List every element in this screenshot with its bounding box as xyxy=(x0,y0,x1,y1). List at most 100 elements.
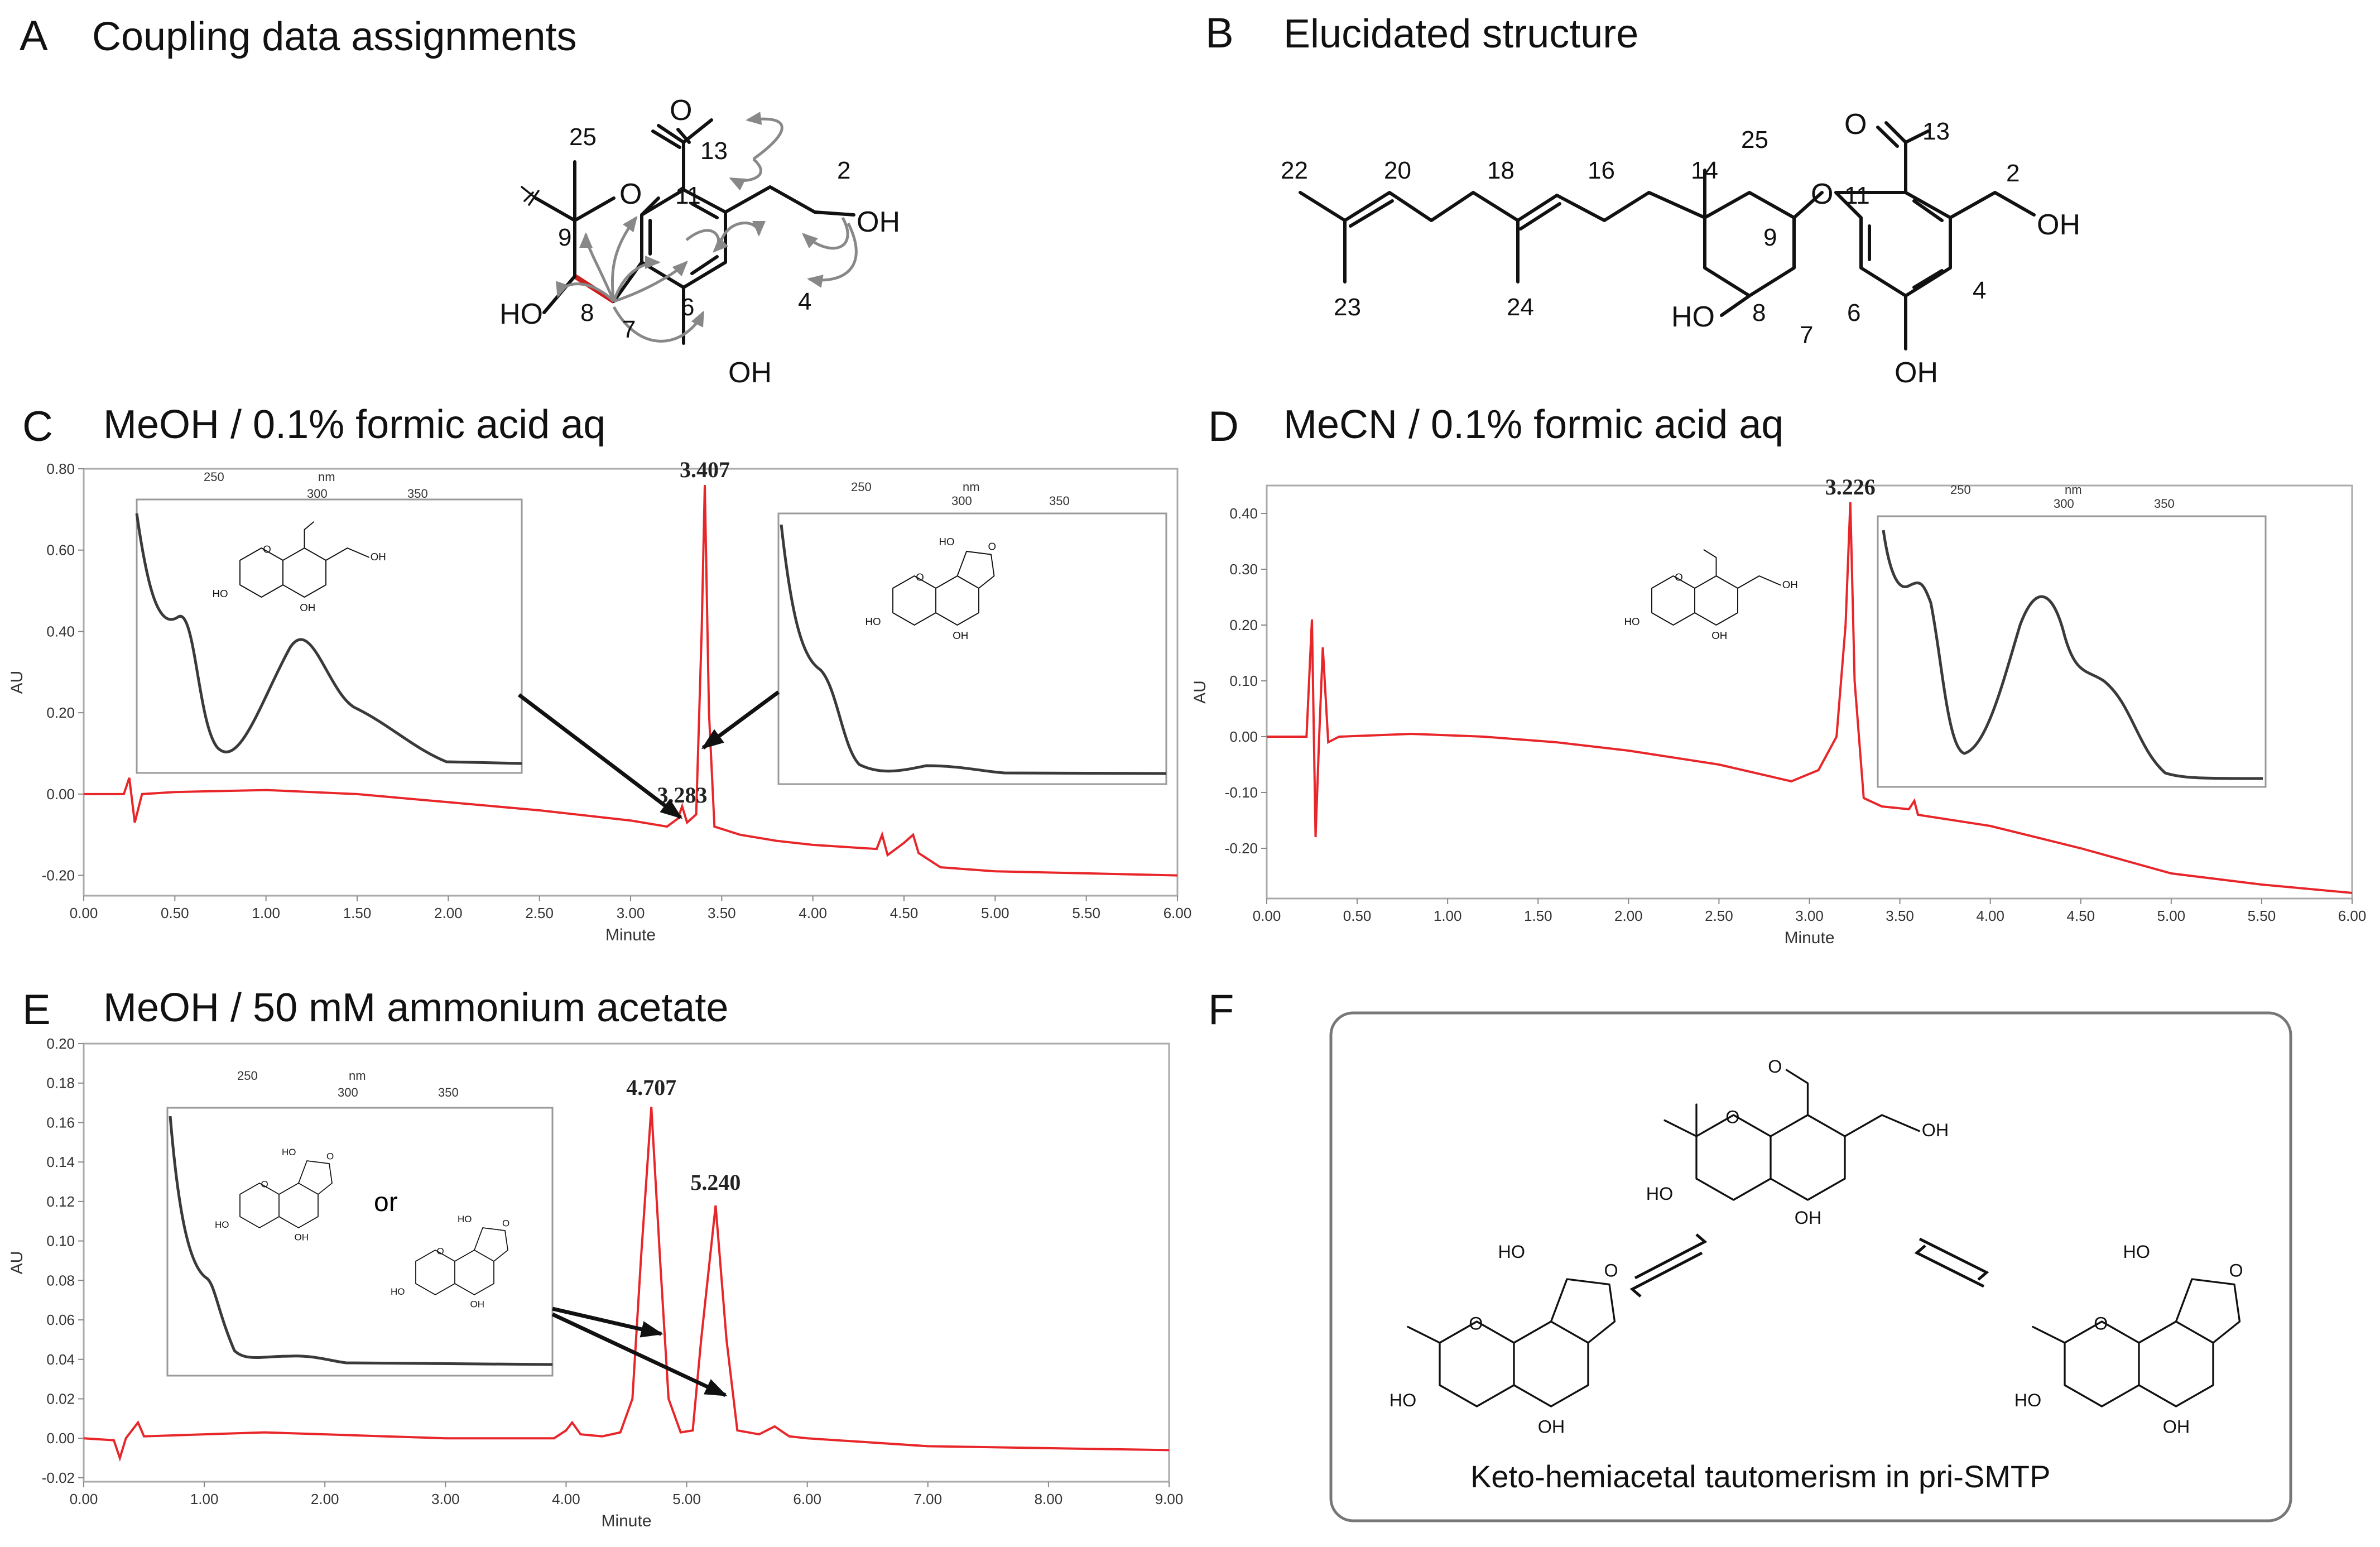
atom: O xyxy=(326,1151,334,1162)
x-tick-label: 2.50 xyxy=(1705,907,1733,924)
y-tick-label: -0.02 xyxy=(42,1469,75,1486)
a-num-4: 4 xyxy=(798,288,811,315)
x-tick-label: 4.00 xyxy=(1976,907,2004,924)
atom: O xyxy=(2094,1313,2108,1333)
b-num-20: 20 xyxy=(1384,157,1411,184)
c-uv-tick: 300 xyxy=(307,487,328,501)
atom: O xyxy=(2229,1260,2243,1280)
c-uv-nm: nm xyxy=(318,470,335,484)
atom: HO xyxy=(866,616,881,627)
atom: OH xyxy=(1782,579,1798,590)
a-oh-5: OH xyxy=(728,357,772,389)
x-tick-label: 0.00 xyxy=(70,1491,98,1507)
x-tick-label: 1.50 xyxy=(343,905,372,921)
y-tick-label: -0.10 xyxy=(1225,784,1258,801)
d-uv-nm: nm xyxy=(2065,483,2082,497)
a-oh-2: OH xyxy=(857,206,900,238)
panel-letter-f: F xyxy=(1208,986,1234,1034)
x-tick-label: 2.50 xyxy=(525,905,554,921)
atom: HO xyxy=(1498,1242,1525,1262)
atom: HO xyxy=(282,1147,296,1157)
atom: OH xyxy=(300,602,315,613)
y-tick-label: 0.10 xyxy=(1229,672,1258,689)
e-or-label: or xyxy=(374,1188,398,1217)
y-tick-label: 0.06 xyxy=(46,1311,75,1328)
peak-label: 5.240 xyxy=(690,1170,741,1195)
b-num-2: 2 xyxy=(2006,160,2020,187)
x-axis-label: Minute xyxy=(1784,929,1834,947)
atom: OH xyxy=(1922,1120,1949,1140)
b-ring-o: O xyxy=(1811,178,1833,210)
a-num-9: 9 xyxy=(558,224,571,251)
e-uv-tick: 250 xyxy=(237,1069,258,1083)
c-inset-molecule-right: O O HO OH HO xyxy=(866,536,997,641)
y-tick-label: -0.20 xyxy=(1225,840,1258,857)
panel-b-molecule: O O OH OH HO 22 20 18 16 14 25 13 2 11 9… xyxy=(1281,108,2080,389)
plot-frame xyxy=(83,1042,1170,1483)
x-tick-label: 6.00 xyxy=(2338,907,2367,924)
d-uv-tick: 250 xyxy=(1950,483,1971,497)
chromatogram-trace xyxy=(1267,502,2353,894)
x-tick-label: 0.00 xyxy=(1253,907,1281,924)
c-uv-tick: 250 xyxy=(851,480,872,494)
e-uv-inset xyxy=(166,1107,554,1377)
f-equilibrium-right xyxy=(1914,1237,1989,1288)
atom: O xyxy=(1675,571,1683,583)
atom: HO xyxy=(213,588,228,599)
b-num-18: 18 xyxy=(1487,157,1514,184)
atom: OH xyxy=(1538,1417,1565,1437)
x-tick-label: 4.00 xyxy=(552,1491,580,1507)
x-tick-label: 0.50 xyxy=(161,905,189,921)
atom: HO xyxy=(458,1214,472,1224)
atom: HO xyxy=(391,1286,405,1297)
atom: HO xyxy=(2123,1242,2150,1262)
x-tick-label: 2.00 xyxy=(311,1491,339,1507)
y-tick-label: 0.20 xyxy=(46,1035,75,1052)
b-num-4: 4 xyxy=(1973,277,1986,304)
peak-label: 4.707 xyxy=(626,1075,676,1100)
b-num-24: 24 xyxy=(1507,294,1534,321)
y-axis-label: AU xyxy=(8,671,26,694)
atom: OH xyxy=(371,551,386,563)
y-tick-label: 0.18 xyxy=(46,1075,75,1092)
e-arrow-to-4707 xyxy=(552,1306,663,1338)
y-tick-label: 0.00 xyxy=(46,786,75,803)
panel-letter-e: E xyxy=(22,986,51,1034)
a-num-8: 8 xyxy=(580,299,594,326)
x-tick-label: 6.00 xyxy=(1163,905,1192,921)
x-tick-label: 4.00 xyxy=(799,905,827,921)
a-num-2: 2 xyxy=(837,157,850,184)
atom: OH xyxy=(295,1232,309,1243)
y-tick-label: 0.30 xyxy=(1229,561,1258,578)
x-tick-label: 5.50 xyxy=(2248,907,2276,924)
y-tick-label: 0.20 xyxy=(46,704,75,721)
y-tick-label: -0.20 xyxy=(42,867,75,884)
y-tick-label: 0.60 xyxy=(46,542,75,559)
y-tick-label: 0.10 xyxy=(46,1233,75,1250)
panel-letter-d: D xyxy=(1208,403,1239,450)
a-num-11: 11 xyxy=(675,182,701,209)
e-uv-trace xyxy=(169,1116,553,1366)
atom: O xyxy=(1604,1260,1618,1280)
panel-f: F O O OH OH HO O O HO OH HO O O HO OH HO xyxy=(1208,986,2292,1522)
x-axis-label: Minute xyxy=(605,926,656,944)
e-inset-molecule-1: O O HO OH HO xyxy=(215,1147,334,1243)
y-tick-label: 0.40 xyxy=(1229,505,1258,522)
f-molecule-hemiacetal-left: O O HO OH HO xyxy=(1389,1242,1618,1437)
d-uv-tick: 300 xyxy=(2054,497,2074,511)
x-tick-label: 0.50 xyxy=(1343,907,1372,924)
x-tick-label: 7.00 xyxy=(913,1491,942,1507)
atom: HO xyxy=(939,536,955,547)
y-tick-label: 0.40 xyxy=(46,623,75,640)
atom: O xyxy=(1469,1313,1483,1333)
f-caption: Keto-hemiacetal tautomerism in pri-SMTP xyxy=(1470,1459,2050,1494)
x-axis-label: Minute xyxy=(601,1512,651,1530)
b-num-13: 13 xyxy=(1922,118,1950,145)
b-num-8: 8 xyxy=(1752,299,1766,326)
y-axis-label: AU xyxy=(1191,680,1209,704)
atom: HO xyxy=(1624,616,1640,627)
d-uv-tick: 350 xyxy=(2154,497,2175,511)
c-uv-axis-right: 250 300 350 nm xyxy=(851,480,1070,508)
atom: O xyxy=(1768,1056,1782,1077)
